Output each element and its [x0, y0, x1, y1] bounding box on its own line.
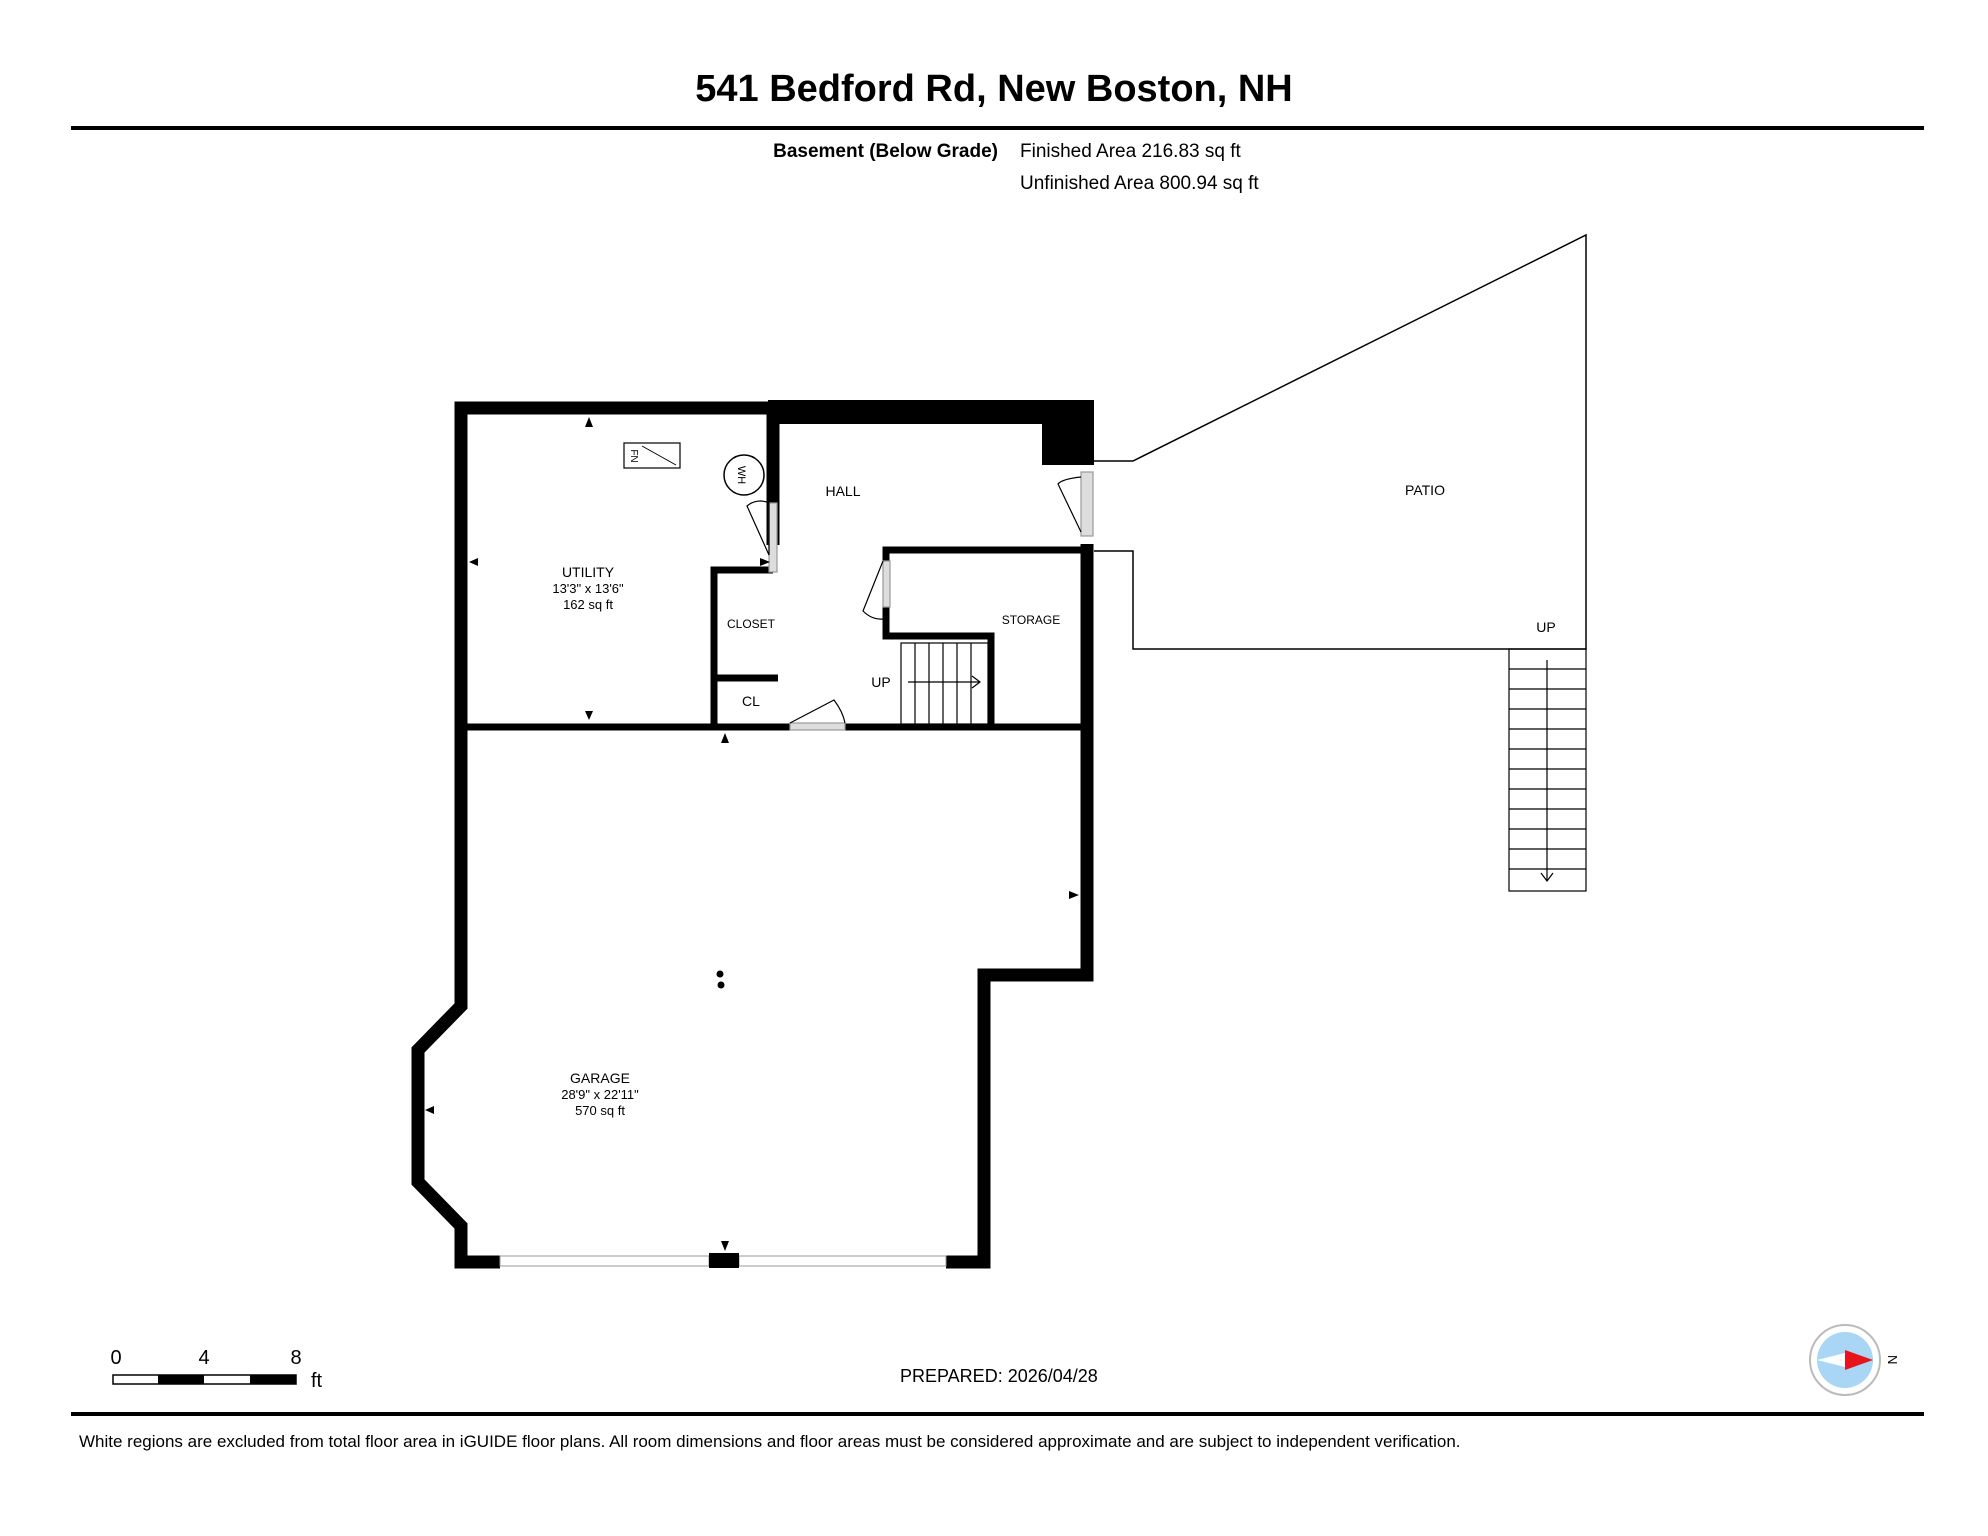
post-marker — [716, 970, 724, 978]
finished-area: Finished Area 216.83 sq ft — [1020, 141, 1241, 162]
closet-label: CLOSET — [727, 617, 776, 631]
interior-stair — [900, 642, 989, 725]
room-labels: UTILITY 13'3" x 13'6" 162 sq ft HALL CLO… — [552, 482, 1555, 1118]
garage-dims: 28'9" x 22'11" — [561, 1087, 639, 1102]
compass-north: N — [1885, 1355, 1900, 1364]
furnace-label: FN — [628, 449, 639, 462]
scale-tick-0: 0 — [110, 1347, 121, 1369]
header-rule — [71, 126, 1924, 130]
utility-dims: 13'3" x 13'6" — [552, 581, 624, 596]
level-name: Basement (Below Grade) — [773, 141, 998, 162]
garage-doors — [499, 1253, 947, 1268]
scale-tick-8: 8 — [290, 1347, 301, 1369]
patio-stair-up: UP — [1536, 619, 1555, 635]
unfinished-area: Unfinished Area 800.94 sq ft — [1020, 173, 1259, 194]
patio-stair — [1508, 648, 1587, 892]
water-heater-label: WH — [735, 466, 747, 484]
scale-unit: ft — [311, 1370, 323, 1392]
scale-bar: 0 4 8 ft — [110, 1347, 322, 1392]
cl-label: CL — [742, 693, 760, 709]
corner-column — [1042, 400, 1094, 465]
exterior-walls — [411, 401, 1094, 1269]
compass-icon: N — [1809, 1324, 1900, 1396]
interior-stair-up: UP — [871, 674, 890, 690]
footer-rule — [71, 1412, 1924, 1416]
interior-walls — [461, 420, 1087, 731]
scale-tick-4: 4 — [198, 1347, 209, 1369]
water-heater-icon: WH — [723, 454, 765, 496]
furnace-icon: FN — [623, 442, 681, 469]
view-markers — [425, 417, 1079, 1251]
page-title: 541 Bedford Rd, New Boston, NH — [695, 68, 1293, 110]
garage-name: GARAGE — [570, 1070, 630, 1086]
disclaimer: White regions are excluded from total fl… — [79, 1432, 1461, 1451]
utility-name: UTILITY — [562, 564, 615, 580]
hall-north-wall — [768, 400, 1094, 424]
patio-outline — [1094, 233, 1587, 650]
storage-label: STORAGE — [1002, 613, 1060, 627]
patio-label: PATIO — [1405, 482, 1445, 498]
utility-area: 162 sq ft — [563, 597, 613, 612]
prepared-date: PREPARED: 2026/04/28 — [900, 1366, 1098, 1386]
garage-area: 570 sq ft — [575, 1103, 625, 1118]
hall-label: HALL — [825, 483, 860, 499]
post-marker — [717, 981, 725, 989]
door-swings — [746, 471, 1094, 731]
